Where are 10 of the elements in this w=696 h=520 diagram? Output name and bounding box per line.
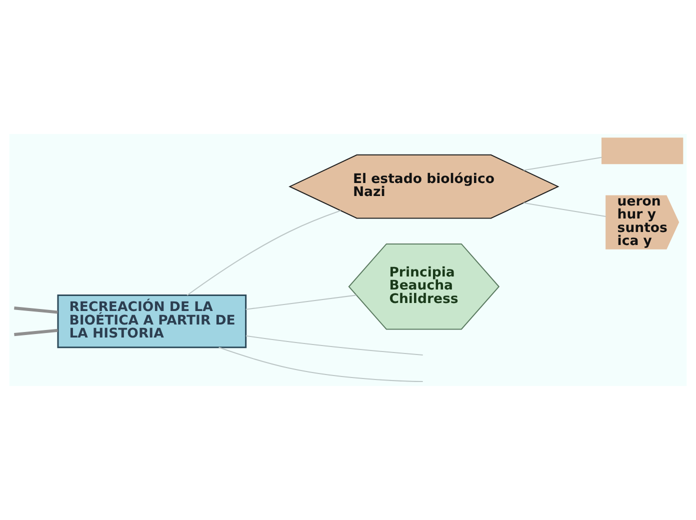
connector (186, 210, 341, 296)
node-box (601, 138, 684, 164)
connector (524, 202, 606, 217)
connector (218, 346, 423, 382)
node-box: RECREACIÓN DE LA BIOÉTICA A PARTIR DE LA HISTORIA (57, 294, 247, 348)
connector (246, 335, 423, 356)
connector (246, 294, 356, 310)
connector (14, 306, 58, 314)
connector (524, 156, 602, 171)
connector (14, 328, 58, 336)
